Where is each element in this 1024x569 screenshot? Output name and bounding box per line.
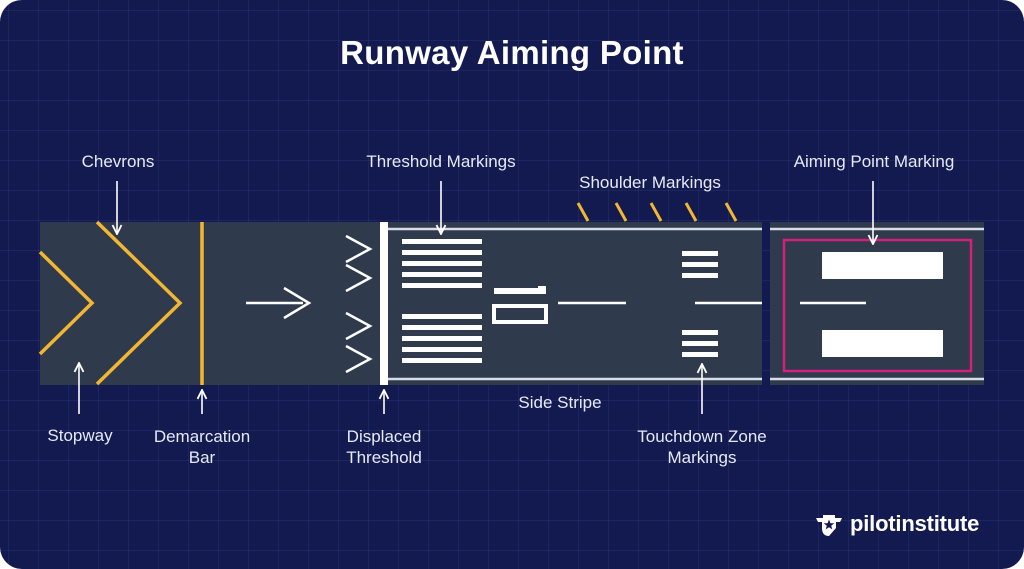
runway-designator	[492, 286, 548, 324]
chevrons-label: Chevrons	[81, 152, 155, 171]
threshold-bar	[380, 222, 388, 385]
shoulder-mark	[724, 202, 738, 222]
demarcation-bar-label-line2: Bar	[188, 448, 216, 467]
arrowhead-mark	[345, 344, 373, 374]
aiming-point-mark-lower	[822, 330, 943, 357]
shoulder-markings-label: Shoulder Markings	[579, 173, 721, 192]
shoulder-mark	[576, 202, 590, 222]
chevron-mark	[95, 220, 183, 386]
displaced-threshold-label-line2: Threshold	[346, 448, 422, 467]
touchdown-zone-label-line2: Markings	[667, 448, 737, 467]
touchdown-zone-label-line1: Touchdown Zone	[637, 427, 767, 446]
displaced-threshold-label-line1: Displaced	[346, 427, 422, 446]
aiming-point-marking-label: Aiming Point Marking	[793, 152, 955, 171]
threshold-stripes-lower	[402, 314, 482, 363]
displaced-threshold-arrow-head	[283, 286, 312, 320]
shoulder-mark	[649, 202, 663, 222]
touchdown-zone-upper	[682, 251, 718, 278]
touchdown-zone-label: Touchdown Zone Markings	[617, 426, 787, 468]
arrowhead-mark	[345, 234, 373, 264]
displaced-threshold-label: Displaced Threshold	[324, 426, 444, 468]
stopway-label: Stopway	[47, 426, 113, 445]
brand-logo: pilotinstitute	[814, 508, 979, 540]
threshold-markings-label: Threshold Markings	[366, 152, 516, 171]
stopway-pavement	[40, 222, 388, 385]
arrowhead-mark	[345, 263, 373, 293]
star-shield-icon	[816, 515, 842, 536]
shoulder-mark	[684, 202, 698, 222]
touchdown-zone-lower	[682, 330, 718, 357]
diagram-title: Runway Aiming Point	[340, 34, 684, 71]
shoulder-mark	[614, 202, 628, 222]
demarcation-bar-label: Demarcation Bar	[137, 426, 267, 468]
side-stripe-label: Side Stripe	[518, 393, 602, 412]
arrowhead-mark	[345, 311, 373, 341]
chevron-mark	[38, 250, 95, 356]
demarcation-bar-label-line1: Demarcation	[153, 427, 251, 446]
threshold-stripes-upper	[402, 239, 482, 288]
aiming-point-mark-upper	[822, 252, 943, 279]
brand-name: pilotinstitute	[850, 511, 980, 536]
